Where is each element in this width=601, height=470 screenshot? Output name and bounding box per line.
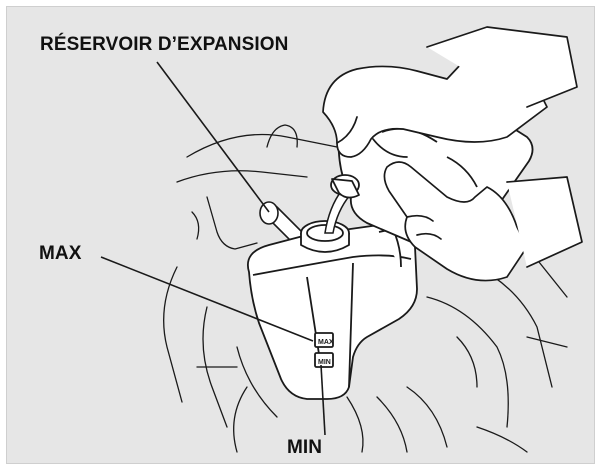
tank-min-mark: MIN bbox=[318, 359, 331, 366]
illustration-frame: MAX MIN bbox=[6, 6, 595, 464]
max-leader bbox=[100, 256, 314, 342]
tank-max-mark: MAX bbox=[318, 339, 334, 346]
leader-lines bbox=[100, 61, 326, 436]
reservoir-label: RÉSERVOIR D’EXPANSION bbox=[40, 34, 289, 55]
max-label: MAX bbox=[39, 243, 82, 264]
right-hand bbox=[383, 161, 583, 282]
min-leader bbox=[320, 364, 326, 436]
coolant-illustration: MAX MIN bbox=[100, 26, 583, 453]
reservoir-leader bbox=[156, 61, 270, 213]
coolant-stream bbox=[324, 189, 352, 234]
left-hand bbox=[322, 26, 578, 158]
expansion-reservoir bbox=[247, 220, 418, 400]
min-label: MIN bbox=[287, 437, 323, 458]
